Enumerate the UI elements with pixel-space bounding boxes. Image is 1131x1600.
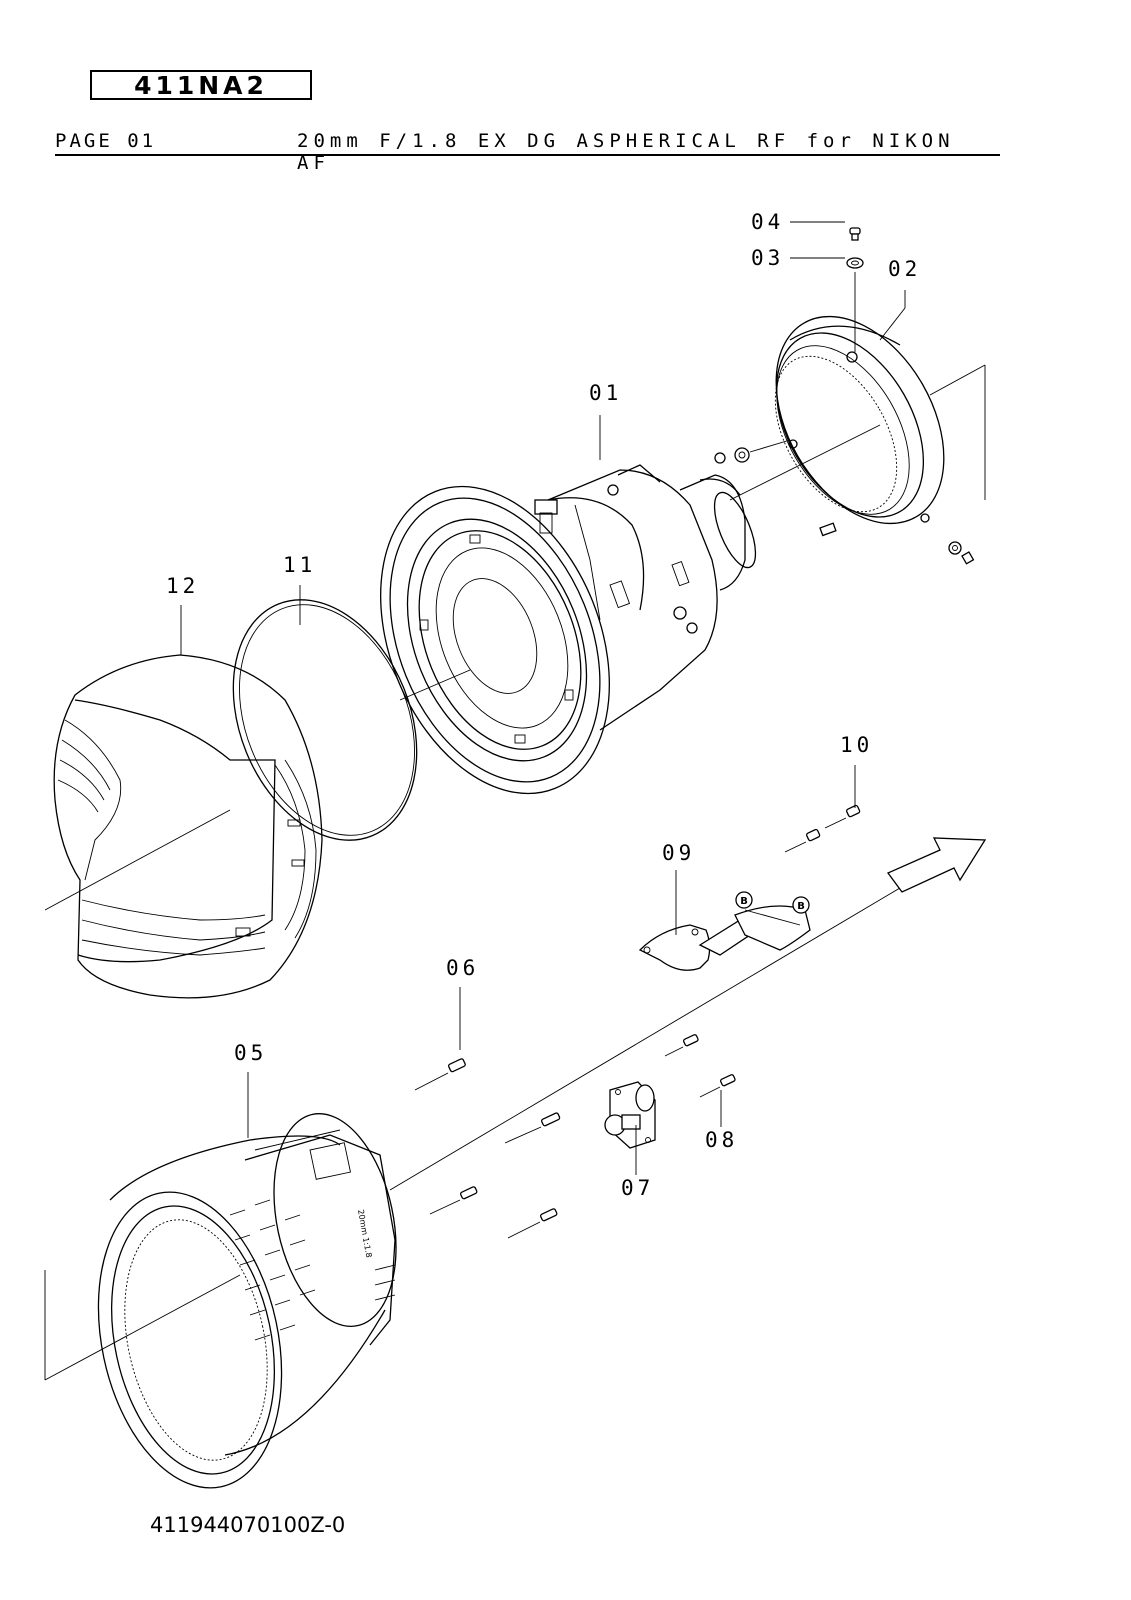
callout-03: 03 <box>751 246 784 270</box>
document-number: 411944070100Z-0 <box>150 1513 346 1537</box>
rear-ring-screws <box>714 439 975 565</box>
assembly-axis-lines <box>44 364 986 1381</box>
part-05-outer-barrel: 20mm 1:1.8 <box>97 1113 397 1489</box>
callout-12: 12 <box>166 574 199 598</box>
callout-10: 10 <box>840 733 873 757</box>
page-label: PAGE 01 <box>55 130 157 152</box>
model-code-box: 411NA2 <box>90 70 312 100</box>
direction-arrow <box>886 837 987 893</box>
model-code: 411NA2 <box>134 70 268 100</box>
part-10-screws <box>784 804 861 853</box>
callout-06: 06 <box>446 956 479 980</box>
marker-b-1: B <box>740 896 748 907</box>
lens-title: 20mm F/1.8 EX DG ASPHERICAL RF for NIKON… <box>297 130 955 174</box>
part-12-lens-hood <box>53 654 323 999</box>
part-11-thin-ring <box>232 599 418 841</box>
callout-09: 09 <box>662 841 695 865</box>
callout-01: 01 <box>589 381 622 405</box>
page-header: PAGE 01 20mm F/1.8 EX DG ASPHERICAL RF f… <box>55 130 1000 174</box>
callout-leader-lines <box>180 221 906 1175</box>
callout-11: 11 <box>283 553 316 577</box>
callout-05: 05 <box>234 1041 267 1065</box>
callout-02: 02 <box>888 257 921 281</box>
part-07-gear-unit <box>604 1081 656 1149</box>
callout-07: 07 <box>621 1176 654 1200</box>
part-03-washer <box>846 257 864 269</box>
part-02-rear-mount-ring <box>774 315 945 537</box>
part-01-main-lens-unit <box>380 464 757 795</box>
loose-screws <box>414 1034 736 1239</box>
callout-04: 04 <box>751 210 784 234</box>
marker-b-2: B <box>797 901 805 912</box>
callout-08: 08 <box>705 1128 738 1152</box>
part-09-flex-board <box>638 891 811 971</box>
part-04-screw <box>849 227 861 241</box>
svg-text:20mm 1:1.8: 20mm 1:1.8 <box>356 1209 373 1259</box>
